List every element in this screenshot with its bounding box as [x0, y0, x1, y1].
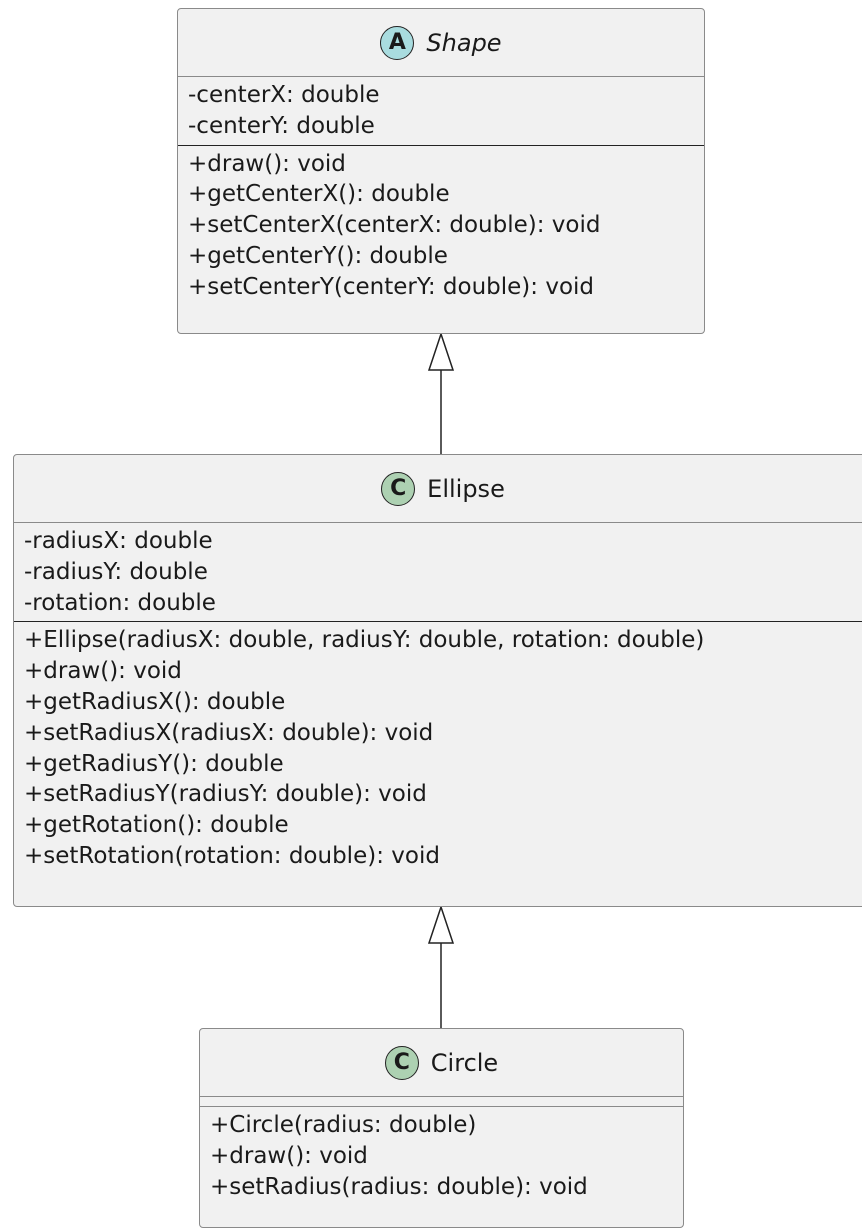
class-ellipse[interactable]: C Ellipse -radiusX: double -radiusY: dou…: [13, 454, 862, 907]
method: +setRadiusX(radiusX: double): void: [24, 719, 434, 746]
class-header: C Circle: [200, 1029, 683, 1097]
class-shape[interactable]: A Shape -centerX: double -centerY: doubl…: [177, 8, 705, 334]
method: +setRadiusY(radiusY: double): void: [24, 781, 427, 808]
method: +getRadiusX(): double: [24, 688, 286, 715]
method: +draw(): void: [188, 150, 346, 177]
method: +setCenterY(centerY: double): void: [188, 273, 595, 300]
class-name: Shape: [426, 28, 502, 57]
field: -rotation: double: [24, 589, 216, 616]
method: +getCenterY(): double: [188, 242, 448, 269]
class-header: C Ellipse: [14, 455, 862, 523]
method: +Ellipse(radiusX: double, radiusY: doubl…: [24, 627, 705, 654]
method: +getRotation(): double: [24, 812, 289, 839]
method: +setRadius(radius: double): void: [210, 1173, 588, 1200]
method: +draw(): void: [24, 658, 182, 685]
fields-section: [200, 1097, 683, 1107]
class-name: Ellipse: [427, 474, 505, 503]
circle-extends-ellipse-arrow: [427, 904, 455, 1028]
field: -radiusX: double: [24, 528, 213, 554]
fields-section: -radiusX: double -radiusY: double -rotat…: [14, 523, 862, 623]
method: +setRotation(rotation: double): void: [24, 842, 440, 869]
class-icon: C: [384, 1045, 419, 1080]
class-icon: C: [381, 471, 416, 506]
fields-section: -centerX: double -centerY: double: [178, 77, 704, 146]
method: +draw(): void: [210, 1142, 368, 1169]
methods-section: +Ellipse(radiusX: double, radiusY: doubl…: [14, 622, 862, 874]
ellipse-extends-shape-arrow: [427, 331, 455, 454]
method: +setCenterX(centerX: double): void: [188, 212, 601, 239]
class-circle[interactable]: C Circle +Circle(radius: double) +draw()…: [199, 1028, 684, 1228]
class-header: A Shape: [178, 9, 704, 77]
field: -radiusY: double: [24, 558, 208, 585]
method: +getCenterX(): double: [188, 181, 450, 208]
methods-section: +Circle(radius: double) +draw(): void +s…: [200, 1107, 683, 1205]
class-name: Circle: [430, 1048, 499, 1077]
abstract-class-icon: A: [380, 25, 415, 60]
methods-section: +draw(): void +getCenterX(): double +set…: [178, 146, 704, 306]
method: +Circle(radius: double): [210, 1112, 477, 1138]
field: -centerY: double: [188, 112, 375, 139]
method: +getRadiusY(): double: [24, 750, 284, 777]
field: -centerX: double: [188, 82, 380, 108]
